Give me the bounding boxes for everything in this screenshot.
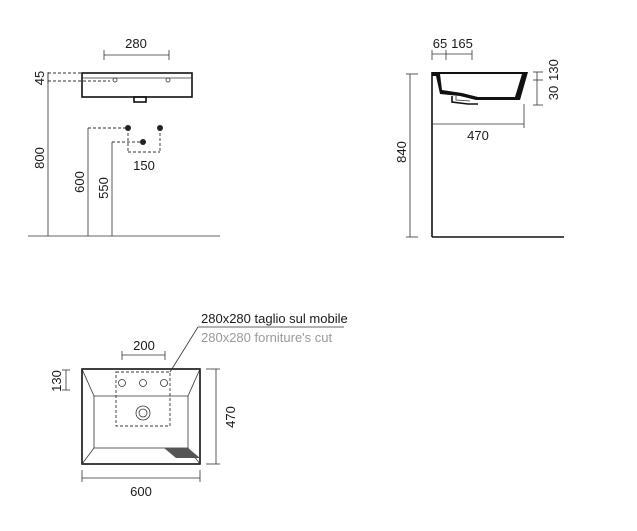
front-basin-body bbox=[81, 72, 193, 98]
front-overflow-left bbox=[112, 77, 118, 83]
top-bowl-outline bbox=[93, 395, 189, 449]
top-drain-inner bbox=[138, 408, 148, 418]
side-height-label: 840 bbox=[394, 141, 409, 163]
top-hole-center bbox=[139, 379, 147, 387]
side-depth-label: 470 bbox=[467, 128, 489, 143]
front-taps-spacing-label: 150 bbox=[133, 158, 155, 173]
top-drain-outer bbox=[135, 405, 151, 421]
side-label-165: 165 bbox=[451, 36, 473, 51]
top-note-italian: 280x280 taglio sul mobile bbox=[201, 311, 348, 326]
front-drain-height-label: 600 bbox=[72, 171, 87, 193]
top-depth-label: 470 bbox=[223, 406, 238, 428]
front-trap-height-label: 550 bbox=[96, 177, 111, 199]
front-drain-stub bbox=[133, 96, 147, 103]
front-top-height-label: 45 bbox=[32, 71, 47, 85]
top-cut-spacing-label: 200 bbox=[133, 338, 155, 353]
front-tap-right bbox=[157, 125, 163, 131]
front-overflow-right bbox=[165, 77, 171, 83]
side-label-130: 130 bbox=[546, 59, 561, 81]
front-height-label: 800 bbox=[32, 147, 47, 169]
top-hole-left bbox=[118, 379, 126, 387]
side-trap-pipe bbox=[451, 96, 478, 105]
side-basin-inner bbox=[440, 74, 522, 97]
front-tap-left bbox=[125, 125, 131, 131]
side-label-30: 30 bbox=[546, 86, 561, 100]
top-note-english: 280x280 forniture's cut bbox=[201, 330, 333, 345]
top-note-leader bbox=[169, 326, 199, 373]
top-hole-right bbox=[160, 379, 168, 387]
top-back-depth-label: 130 bbox=[49, 370, 64, 392]
front-view: 280 45 800 600 550 150 bbox=[28, 36, 220, 237]
side-label-65: 65 bbox=[433, 36, 447, 51]
side-view: 65 165 30 130 470 840 bbox=[394, 36, 564, 238]
top-view: 200 130 470 600 280x280 taglio sul mobil… bbox=[49, 311, 348, 499]
top-furniture-cut bbox=[115, 371, 171, 427]
top-basin-outline bbox=[81, 368, 201, 465]
top-bowl-shadow bbox=[164, 448, 200, 458]
top-width-label: 600 bbox=[130, 484, 152, 499]
front-width-label: 280 bbox=[125, 36, 147, 51]
front-trap-connection bbox=[140, 139, 146, 145]
